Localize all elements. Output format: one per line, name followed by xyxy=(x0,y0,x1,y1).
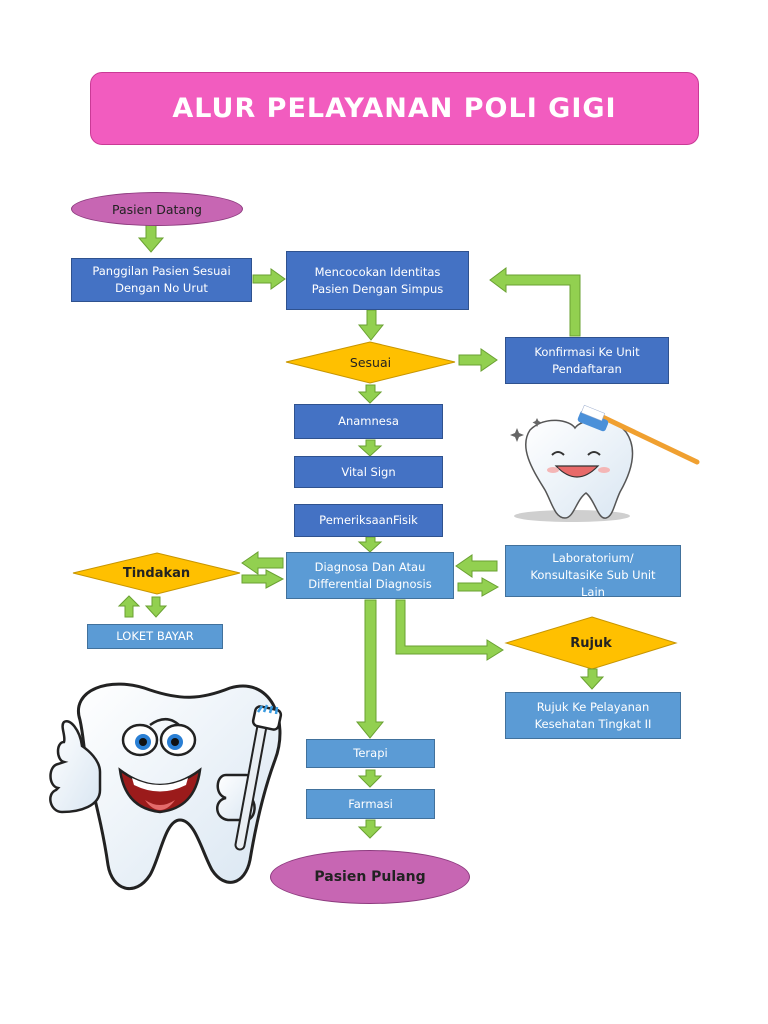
farmasi-node: Farmasi xyxy=(306,789,435,819)
pasien-datang-label: Pasien Datang xyxy=(112,201,202,217)
rujuk-pelayanan-node: Rujuk Ke Pelayanan Kesehatan Tingkat II xyxy=(505,692,681,739)
arrow-down-3 xyxy=(357,384,383,404)
pasien-pulang-node: Pasien Pulang xyxy=(270,850,470,904)
page-title: ALUR PELAYANAN POLI GIGI xyxy=(90,72,699,145)
arrow-right-2 xyxy=(458,348,498,372)
pasien-pulang-label: Pasien Pulang xyxy=(314,869,426,885)
panggilan-node: Panggilan Pasien Sesuai Dengan No Urut xyxy=(71,258,252,302)
diagnosa-node: Diagnosa Dan Atau Differential Diagnosis xyxy=(286,552,454,599)
sesuai-diamond xyxy=(285,341,456,384)
arrow-down-loket xyxy=(144,596,168,618)
arrow-down-1 xyxy=(137,223,165,253)
arrow-down-terapi xyxy=(355,599,385,739)
arrow-loop-konfirmasi xyxy=(489,267,581,337)
arrow-down-6 xyxy=(357,769,383,788)
pemeriksaan-node: PemeriksaanFisik xyxy=(294,504,443,537)
arrow-right-4 xyxy=(457,577,500,597)
arrow-down-7 xyxy=(357,819,383,839)
arrow-to-rujuk xyxy=(395,599,504,661)
arrow-up-loket xyxy=(117,595,141,618)
terapi-node: Terapi xyxy=(306,739,435,768)
laboratorium-node: Laboratorium/ KonsultasiKe Sub Unit Lain xyxy=(505,545,681,597)
arrow-right-1 xyxy=(252,268,286,290)
arrow-left-1 xyxy=(241,551,284,575)
arrow-down-4 xyxy=(357,439,383,457)
konfirmasi-node: Konfirmasi Ke Unit Pendaftaran xyxy=(505,337,669,384)
vital-sign-node: Vital Sign xyxy=(294,456,443,488)
rujuk-diamond xyxy=(504,616,678,670)
arrow-right-3 xyxy=(241,569,285,589)
loket-bayar-node: LOKET BAYAR xyxy=(87,624,223,649)
tooth-mascot-thumbs-up-icon xyxy=(49,682,283,891)
tooth-brushing-icon xyxy=(510,404,700,522)
arrow-down-2 xyxy=(357,309,385,341)
mencocokan-node: Mencocokan Identitas Pasien Dengan Simpu… xyxy=(286,251,469,310)
pasien-datang-node: Pasien Datang xyxy=(71,192,243,226)
tindakan-diamond xyxy=(72,552,241,595)
arrow-down-5 xyxy=(357,536,383,553)
arrow-left-2 xyxy=(455,554,498,578)
anamnesa-node: Anamnesa xyxy=(294,404,443,439)
arrow-down-rujuk xyxy=(579,668,605,690)
